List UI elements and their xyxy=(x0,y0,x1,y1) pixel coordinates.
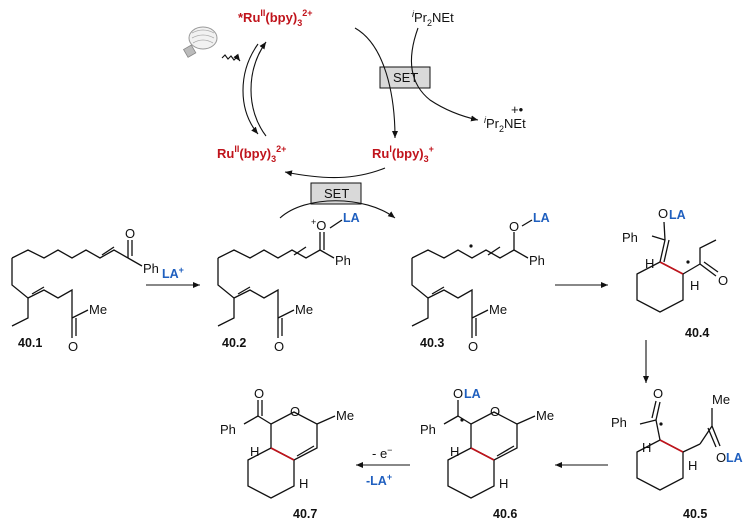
compound-40-6: O Me O LA Ph H H 40.6 xyxy=(420,386,554,521)
o-label: O xyxy=(274,339,284,354)
radical-dot xyxy=(469,244,473,248)
la-release-reagent: -LA+ xyxy=(366,472,392,488)
compound-label-40-3: 40.3 xyxy=(420,336,444,350)
o-label: O xyxy=(254,386,264,401)
me-label: Me xyxy=(336,408,354,423)
oxonium-label: +O xyxy=(311,217,326,233)
radical-dot xyxy=(686,260,690,264)
ph-label: Ph xyxy=(143,261,159,276)
light-wave-arrow xyxy=(221,53,241,62)
set-label-top: SET xyxy=(393,70,418,85)
compound-40-4: O LA Ph H O H 40.4 xyxy=(622,206,728,340)
me-label: Me xyxy=(712,392,730,407)
radical-cation-charge: +• xyxy=(511,102,524,117)
compound-40-2: O Me +O LA Ph 40.2 xyxy=(217,211,360,354)
catalytic-cycle: *RuII(bpy)32+ RuII(bpy)32+ RuI(bpy)3+ iP… xyxy=(182,8,526,219)
amine-label: iPr2NEt xyxy=(412,9,454,28)
ph-label: Ph xyxy=(622,230,638,245)
o-label: O xyxy=(718,273,728,288)
o-label: O xyxy=(468,339,478,354)
h-label: H xyxy=(688,458,697,473)
ph-label: Ph xyxy=(529,253,545,268)
me-label: Me xyxy=(536,408,554,423)
compound-label-40-2: 40.2 xyxy=(222,336,246,350)
compound-label-40-6: 40.6 xyxy=(493,507,517,521)
me-label: Me xyxy=(89,302,107,317)
me-label: Me xyxy=(489,302,507,317)
lewis-acid-reagent: LA+ xyxy=(162,265,184,281)
h-label: H xyxy=(299,476,308,491)
la-label: LA xyxy=(464,387,481,401)
compound-label-40-1: 40.1 xyxy=(18,336,42,350)
oxidation-reagent: - e− xyxy=(372,445,392,461)
quench-arrow xyxy=(354,27,398,139)
la-label: LA xyxy=(533,211,550,225)
compound-40-7: O Me O Ph H H 40.7 xyxy=(220,386,354,521)
ground-catalyst-label: RuII(bpy)32+ xyxy=(217,144,286,164)
o-label: O xyxy=(653,386,663,401)
o-label: O xyxy=(716,450,726,465)
compound-label-40-4: 40.4 xyxy=(685,326,709,340)
amine-oxidation-arrow xyxy=(411,27,479,122)
radical-dot xyxy=(460,418,464,422)
la-label: LA xyxy=(343,211,360,225)
compound-40-3: O Me O LA Ph 40.3 xyxy=(411,211,550,354)
o-label: O xyxy=(290,404,300,419)
la-label: LA xyxy=(726,451,743,465)
reduced-catalyst-label: RuI(bpy)3+ xyxy=(372,144,434,164)
h-label: H xyxy=(499,476,508,491)
h-label: H xyxy=(690,278,699,293)
set-label-bottom: SET xyxy=(324,186,349,201)
amine-radical-cation-label: iPr2NEt xyxy=(484,115,526,134)
o-label: O xyxy=(453,386,463,401)
relaxation-arrow xyxy=(242,43,259,135)
excitation-arrow xyxy=(250,41,267,137)
ph-label: Ph xyxy=(611,415,627,430)
compound-label-40-5: 40.5 xyxy=(683,507,707,521)
o-label: O xyxy=(658,206,668,221)
o-label: O xyxy=(125,226,135,241)
radical-dot xyxy=(659,422,663,426)
h-label: H xyxy=(250,444,259,459)
set-box-bottom xyxy=(310,182,362,205)
o-label: O xyxy=(509,219,519,234)
h-label: H xyxy=(645,256,654,271)
catalyst-regeneration-arrow xyxy=(284,167,386,179)
ph-label: Ph xyxy=(420,422,436,437)
o-label: O xyxy=(68,339,78,354)
set-box-top xyxy=(379,66,431,89)
me-label: Me xyxy=(295,302,313,317)
o-label: O xyxy=(490,404,500,419)
ph-label: Ph xyxy=(220,422,236,437)
h-label: H xyxy=(642,440,651,455)
substrate-reduction-arrow xyxy=(279,200,396,219)
light-bulb-icon xyxy=(182,26,218,58)
h-label: H xyxy=(450,444,459,459)
compound-40-1: O Me O Ph 40.1 xyxy=(11,226,159,354)
compound-label-40-7: 40.7 xyxy=(293,507,317,521)
la-label: LA xyxy=(669,208,686,222)
ph-label: Ph xyxy=(335,253,351,268)
excited-catalyst-label: *RuII(bpy)32+ xyxy=(238,8,312,28)
compound-40-5: O Ph H Me O LA H 40.5 xyxy=(611,386,743,521)
